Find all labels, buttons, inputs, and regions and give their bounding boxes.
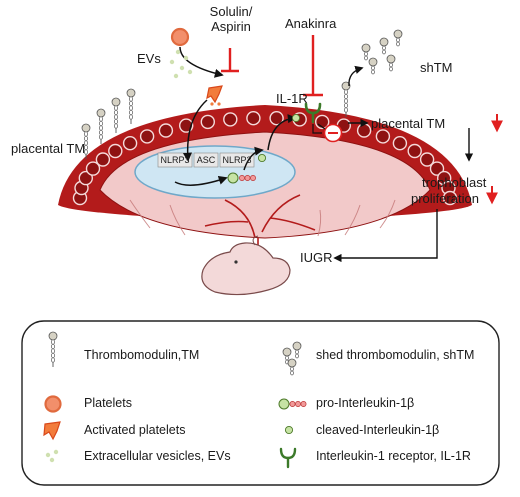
trophoblast-cell	[269, 110, 284, 126]
placental-tm-left-label: placental TM	[11, 141, 86, 156]
asc-label: ASC	[196, 155, 216, 165]
legend-activated-platelet-icon	[43, 421, 61, 441]
shtm-cluster	[361, 29, 403, 75]
legend-item-cleaved-il1b: cleaved-Interleukin-1β	[316, 423, 440, 437]
legend-item-pro-il1b: pro-Interleukin-1β	[316, 396, 415, 410]
cleaved-il1b-in-cell	[257, 153, 267, 163]
legend-platelet-icon	[44, 395, 62, 413]
trophoblast-cell	[429, 161, 445, 176]
trophoblast-cell	[85, 161, 101, 176]
legend-ev-icon	[45, 449, 59, 463]
legend-item-evs: Extracellular vesicles, EVs	[84, 449, 231, 463]
trophoblast-cell-layer	[72, 110, 458, 206]
trophoblast-cell	[407, 143, 422, 159]
placental-tm-right-label: placental TM	[371, 116, 446, 131]
ev-dots	[169, 49, 193, 79]
trophoblast-cell	[78, 170, 94, 186]
blood-vessels	[204, 194, 316, 245]
pro-il1b-in-cell	[227, 172, 256, 184]
evs-label: EVs	[137, 51, 161, 66]
nlrp3-label-b: NLRP3	[222, 155, 252, 165]
legend-item-shtm: shed thrombomodulin, shTM	[316, 348, 475, 362]
legend-cleaved-il1b-icon	[284, 425, 294, 435]
legend-item-activated-platelets: Activated platelets	[84, 423, 186, 437]
trophoblast-cell	[419, 152, 435, 167]
asc-box	[193, 152, 219, 168]
trophoblast-cell	[139, 129, 155, 144]
legend-box	[21, 320, 500, 486]
solulin-label-line1: Solulin/	[209, 4, 253, 19]
platelet-icon	[170, 27, 190, 47]
anakinra-label: Anakinra	[285, 16, 337, 31]
solulin-label-line2: Aspirin	[211, 19, 251, 34]
legend-il1r-icon	[279, 447, 297, 469]
legend-item-thrombomodulin: Thrombomodulin,TM	[84, 348, 200, 362]
iugr-label: IUGR	[300, 250, 333, 265]
trophoblast-cell	[223, 112, 238, 127]
trophoblast-cell	[95, 152, 111, 167]
inhibition-symbol	[317, 123, 343, 143]
trophoblast-cell	[108, 143, 123, 159]
trophoblast-cell	[356, 123, 372, 138]
il1r-receptor	[304, 102, 322, 124]
trophoblast-cell	[442, 190, 458, 206]
trophoblast-cell	[200, 114, 216, 130]
trophoblast-label-line1: trophoblast	[422, 175, 487, 190]
legend-item-il1r: Interleukin-1 receptor, IL-1R	[316, 449, 471, 463]
trophoblast-cell	[122, 135, 138, 151]
legend-pro-il1b-icon	[278, 398, 307, 410]
shtm-label: shTM	[420, 60, 453, 75]
activated-platelet-diagram	[206, 85, 223, 106]
fetus-illustration	[201, 235, 291, 296]
nlrp3-label-a: NLRP3	[160, 155, 190, 165]
trophoblast-label-line2: proliferation	[411, 191, 479, 206]
trophoblast-cell	[392, 135, 408, 151]
nlrp3-box-b	[219, 152, 255, 168]
il1r-label: IL-1R	[276, 91, 308, 106]
trophoblast-cell	[158, 123, 174, 138]
legend-item-platelets: Platelets	[84, 396, 132, 410]
trophoblast-cell	[246, 110, 261, 126]
trophoblast-cell	[375, 129, 391, 144]
